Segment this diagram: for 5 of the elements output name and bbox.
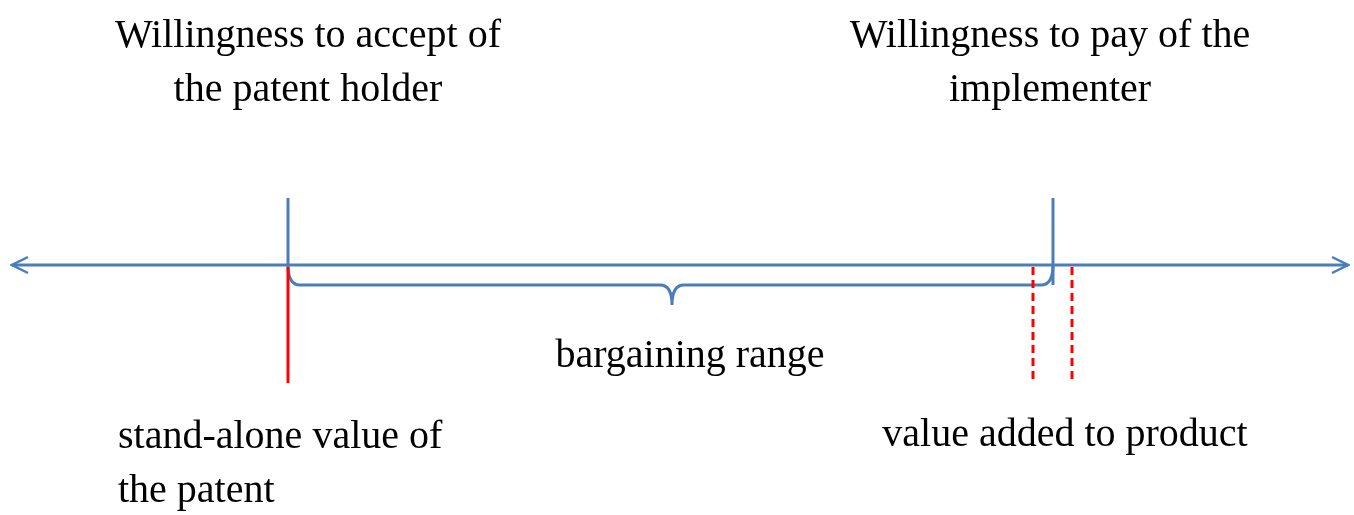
- label-text: value added to product: [881, 409, 1249, 457]
- label-text: Willingness to pay of the implementer: [848, 10, 1252, 112]
- label-text: stand-alone value of the patent: [118, 411, 444, 513]
- label-text: Willingness to accept of the patent holder: [113, 10, 503, 112]
- label-text: bargaining range: [554, 330, 826, 378]
